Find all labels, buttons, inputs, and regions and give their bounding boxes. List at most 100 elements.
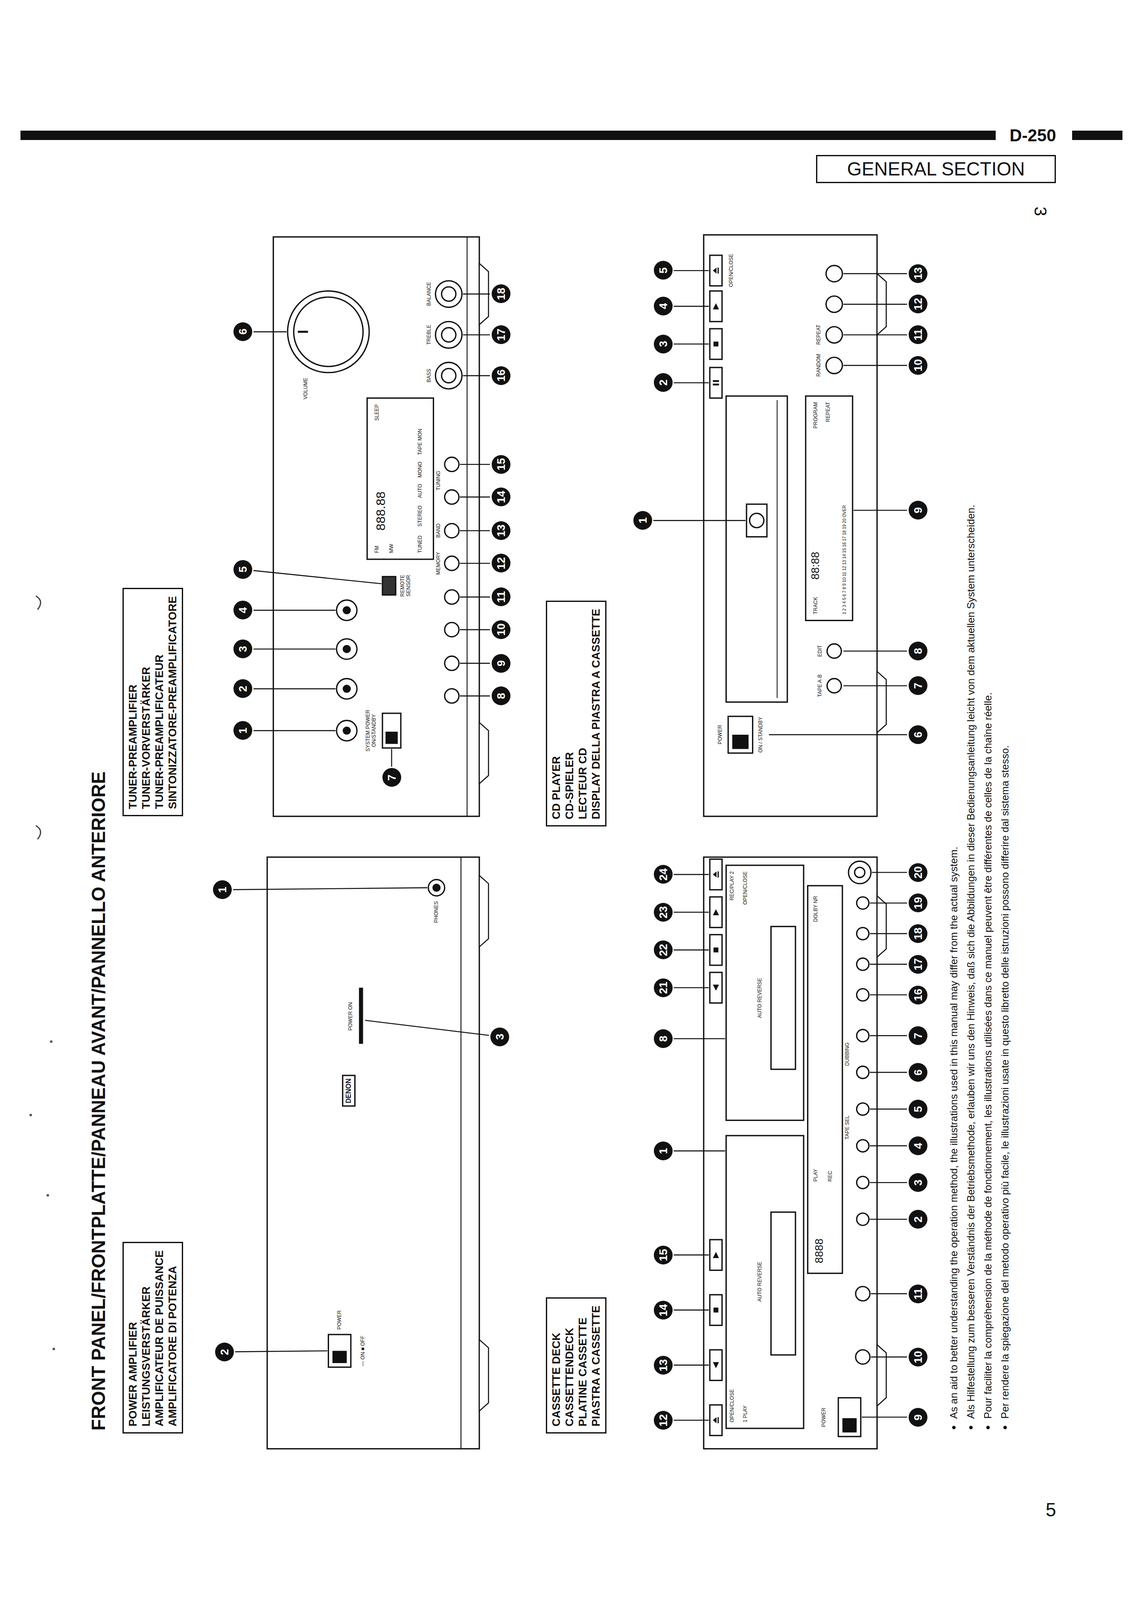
- box-text: CASSETTENDECK: [562, 1304, 577, 1426]
- part-label: POWER: [717, 724, 724, 744]
- box-text: SINTONIZZATORE-PREAMPLIFICATORE: [166, 594, 180, 809]
- leader-line: [673, 1254, 709, 1256]
- callout-number: 4: [233, 600, 253, 620]
- callout-number: 15: [491, 454, 511, 474]
- callout-number: 15: [653, 1245, 673, 1265]
- box-text: AMPLIFICATORE DI POTENZA: [166, 1248, 180, 1426]
- box-text: AMPLIFICATEUR DE PUISSANCE: [152, 1248, 167, 1426]
- leader-line: [673, 305, 709, 307]
- callout-number: 6: [908, 725, 928, 744]
- callout-number: 9: [908, 500, 928, 520]
- phones-jack: [428, 879, 445, 896]
- panel-foot: [479, 722, 489, 784]
- callout-number: 2: [908, 1209, 928, 1229]
- callout-number: 12: [908, 294, 928, 314]
- knob-cap: [441, 327, 456, 342]
- callout-number: 21: [653, 978, 673, 997]
- push-button: [855, 1286, 870, 1301]
- disc-tray: [725, 396, 788, 703]
- part-label: DUBBING: [844, 1042, 851, 1066]
- scan-mark: [49, 1040, 53, 1043]
- disc-logo: [746, 504, 767, 537]
- tray-edge: [776, 399, 778, 698]
- transport-button: [709, 859, 723, 890]
- callout-number: 3: [490, 1027, 510, 1047]
- display-legend: PLAY: [813, 1168, 820, 1182]
- push-button: [444, 457, 459, 472]
- cd-display: [805, 396, 853, 621]
- footnote: Als Hilfestellung zum besseren Verständn…: [963, 336, 979, 1419]
- display-legend: 1 2 3 4 5 6 7 8 9 10 11 12 13 14 15 16 1…: [842, 504, 848, 615]
- tone-knob: [435, 362, 462, 389]
- callout-number: 13: [653, 1355, 673, 1375]
- transport-button: [709, 1294, 723, 1326]
- box-text: TUNER-PREAMPLIFIER: [126, 594, 140, 809]
- part-label: BASS: [426, 368, 433, 383]
- box-text: PIASTRA A CASSETTE: [589, 1304, 603, 1426]
- push-button: [856, 927, 869, 940]
- cd-player-panel: [703, 234, 878, 817]
- scan-mark: [35, 595, 41, 610]
- part-label: POWER: [336, 1309, 343, 1330]
- leader-line: [460, 596, 490, 598]
- switch-knob: [332, 1350, 347, 1363]
- push-button: [856, 1212, 869, 1226]
- leader-line: [253, 729, 336, 731]
- callout-number: 22: [653, 940, 673, 960]
- callout-number: 18: [908, 924, 928, 943]
- display-legend: REC: [827, 1170, 834, 1182]
- transport-button: [709, 896, 723, 928]
- leader-line: [673, 949, 709, 951]
- leader-line: [843, 685, 907, 686]
- cassette-door: [725, 1135, 804, 1429]
- scan-mark: [52, 1347, 56, 1350]
- callout-number: 4: [653, 296, 673, 316]
- leader-line: [253, 609, 336, 611]
- transport-button: [709, 255, 723, 286]
- callout-number: 6: [908, 1062, 928, 1082]
- callout-number: 7: [908, 676, 928, 695]
- selector-knob: [336, 638, 358, 659]
- cassette-display: [807, 885, 843, 1274]
- leader-line: [673, 1309, 709, 1311]
- callout-number: 5: [908, 1099, 928, 1119]
- callout-number: 14: [491, 487, 511, 507]
- push-button: [826, 357, 843, 374]
- panel-trim: [460, 856, 462, 1449]
- cassette-window: [770, 926, 796, 1070]
- leader-line: [673, 1037, 726, 1039]
- transport-button: [709, 367, 723, 399]
- header-bar: [20, 130, 996, 140]
- display-legend: PROGRAM: [813, 402, 820, 429]
- footnote-row: As an aid to better understanding the op…: [946, 336, 962, 1432]
- eject-symbol: [712, 267, 717, 274]
- stop-symbol: [713, 341, 719, 347]
- box-text: TUNER-VORVERSTÄRKER: [139, 594, 153, 809]
- leader-line: [869, 1108, 907, 1110]
- leader-line: [843, 334, 907, 336]
- panel-trim: [466, 236, 468, 817]
- footnote: Pour faciliter la compréhension de la mé…: [980, 336, 996, 1419]
- cassette-deck-panel: [703, 856, 878, 1449]
- part-label: REPEAT: [816, 324, 823, 345]
- footnote-block: As an aid to better understanding the op…: [946, 336, 1015, 1432]
- footnote: Per rendere la spiegazione del metodo op…: [997, 336, 1013, 1419]
- leader-line: [871, 871, 907, 873]
- display-legend: FM: [374, 545, 381, 553]
- reverse-symbol: [712, 984, 719, 991]
- callout-number: 23: [653, 902, 673, 922]
- stop-symbol: [713, 1307, 719, 1312]
- part-label: 1 PLAY: [742, 1405, 749, 1423]
- display-digits: 88:88: [809, 551, 823, 580]
- callout-number: 1: [633, 510, 653, 530]
- pause-symbol: [712, 379, 719, 382]
- panel-foot: [877, 671, 887, 733]
- panel-foot: [877, 895, 887, 957]
- push-button: [856, 1029, 869, 1042]
- panel-foot: [479, 875, 489, 947]
- callout-number: 3: [908, 1172, 928, 1192]
- callout-number: 14: [653, 1300, 673, 1320]
- leader-line: [869, 1145, 907, 1146]
- leader-line: [843, 273, 907, 275]
- part-label: TUNING: [435, 470, 442, 491]
